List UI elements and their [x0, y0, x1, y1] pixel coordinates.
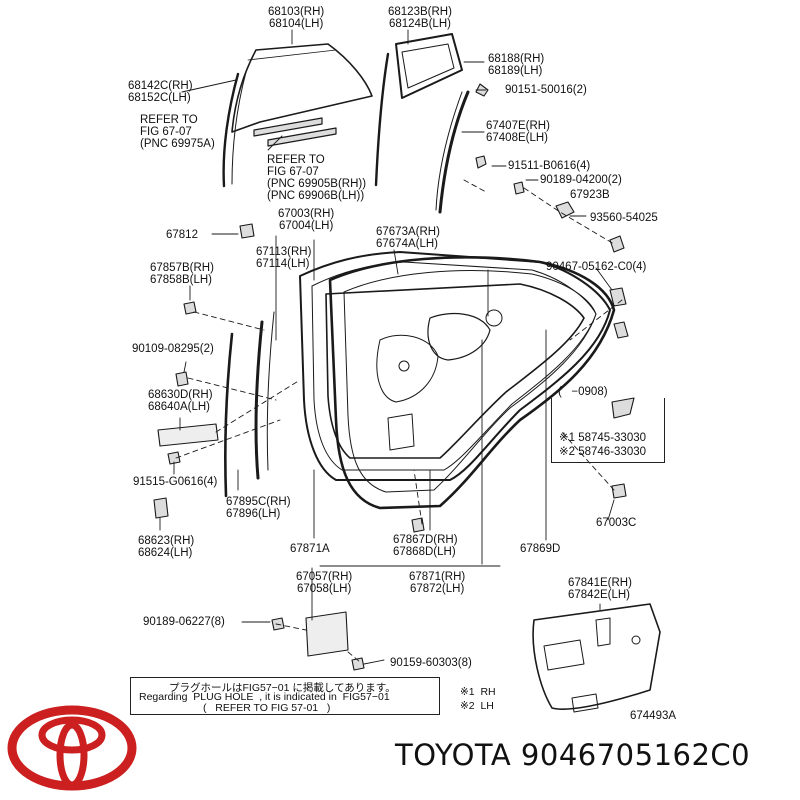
- label-90159: 90159-60303(8): [390, 657, 472, 669]
- label-67113: 67113(RH) 67114(LH): [256, 246, 312, 270]
- door-weatherstrip: [328, 256, 616, 510]
- leader-lines: [159, 29, 615, 665]
- label-93560: 93560-54025: [590, 212, 658, 224]
- glass-run-channels: [222, 33, 470, 214]
- label-67871: 67871(RH) 67872(LH): [409, 571, 466, 595]
- plug-hole-note: プラグホールはFIG57−01 に掲載してあります。 Regarding PLU…: [130, 677, 440, 715]
- label-67923b: 67923B: [570, 189, 610, 201]
- label-67407e: 67407E(RH) 67408E(LH): [486, 120, 550, 144]
- label-67869d: 67869D: [520, 543, 561, 555]
- label-68103: 68103(RH) 68104(LH): [268, 6, 325, 30]
- label-67057: 67057(RH) 67058(LH): [296, 571, 353, 595]
- figure-code: 674493A: [630, 710, 677, 722]
- label-90109: 90109-08295(2): [132, 343, 214, 355]
- dashed-leaders: [175, 179, 623, 663]
- label-68188: 68188(RH) 68189(LH): [488, 53, 545, 77]
- door-opening-trim: [223, 311, 275, 498]
- belt-moulding: [253, 117, 337, 147]
- label-67003: 67003(RH) 67004(LH): [278, 208, 335, 232]
- label-67857b: 67857B(RH) 67858B(LH): [150, 262, 214, 286]
- label-variant-range: ( −0908): [558, 386, 608, 398]
- label-67841e: 67841E(RH) 67842E(LH): [568, 577, 632, 601]
- label-67895c: 67895C(RH) 67896(LH): [226, 496, 291, 520]
- label-68630d: 68630D(RH) 68640A(LH): [148, 389, 213, 413]
- label-90467: 90467-05162-C0(4): [546, 261, 647, 273]
- note-line-en: Regarding PLUG HOLE , it is indicated in…: [139, 691, 390, 703]
- note-line-ref: ( REFER TO FIG 57-01 ): [203, 702, 331, 714]
- fasteners: [153, 83, 635, 671]
- brand-part-caption: TOYOTA 9046705162C0: [395, 738, 751, 772]
- label-90189-04200: 90189-04200(2): [540, 174, 622, 186]
- note-line-jp: プラグホールはFIG57−01 に掲載してあります。: [169, 682, 396, 694]
- door-panel: [299, 251, 611, 481]
- legend-lh: ※2 LH: [460, 700, 494, 712]
- label-refer-69975a: REFER TO FIG 67-07 (PNC 69975A): [140, 114, 215, 150]
- label-67871a: 67871A: [290, 543, 330, 555]
- service-hole-cover: [532, 603, 661, 713]
- toyota-logo-icon: [7, 705, 137, 791]
- label-68142c: 68142C(RH) 68152C(LH): [128, 80, 193, 104]
- label-67867d: 67867D(RH) 67868D(LH): [393, 534, 458, 558]
- label-68123b: 68123B(RH) 68124B(LH): [388, 6, 452, 30]
- label-90151: 90151-50016(2): [505, 84, 587, 96]
- label-variant-1: ※1 58745-33030: [559, 432, 647, 444]
- legend-rh: ※1 RH: [460, 686, 496, 698]
- label-91511: 91511-B0616(4): [508, 160, 591, 172]
- label-91515: 91515-G0616(4): [133, 476, 218, 488]
- label-90189-06227: 90189-06227(8): [143, 616, 225, 628]
- label-67003c: 67003C: [596, 517, 637, 529]
- door-glass: [231, 43, 373, 133]
- label-variant-2: ※2 58746-33030: [559, 446, 647, 458]
- label-68623: 68623(RH) 68624(LH): [138, 535, 195, 559]
- label-67673a: 67673A(RH) 67674A(LH): [376, 226, 440, 250]
- label-refer-69905b: REFER TO FIG 67-07 (PNC 69905B(RH)) (PNC…: [267, 154, 367, 202]
- variant-box: [551, 398, 665, 463]
- label-67812: 67812: [166, 229, 198, 241]
